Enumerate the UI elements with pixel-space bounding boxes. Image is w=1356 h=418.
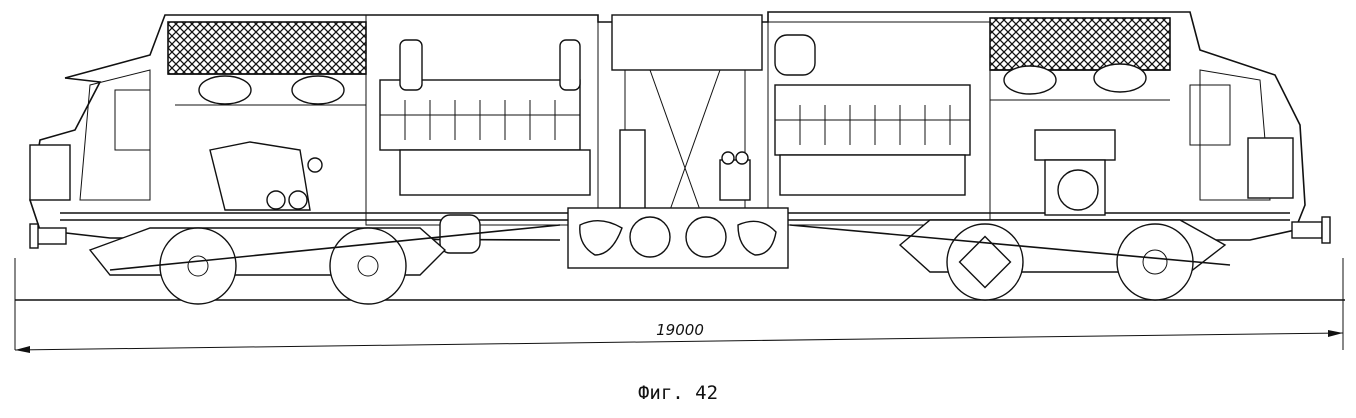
engine-compartment — [209, 14, 1116, 269]
radiator-grilles — [167, 17, 1171, 106]
dimension-label: 19000 — [656, 321, 704, 339]
length-dimension: 19000 — [14, 321, 1344, 353]
figure-caption: Фиг. 42 — [637, 382, 719, 404]
left-bogie — [88, 224, 561, 305]
right-bogie — [789, 219, 1231, 301]
rail-line — [14, 258, 1345, 350]
